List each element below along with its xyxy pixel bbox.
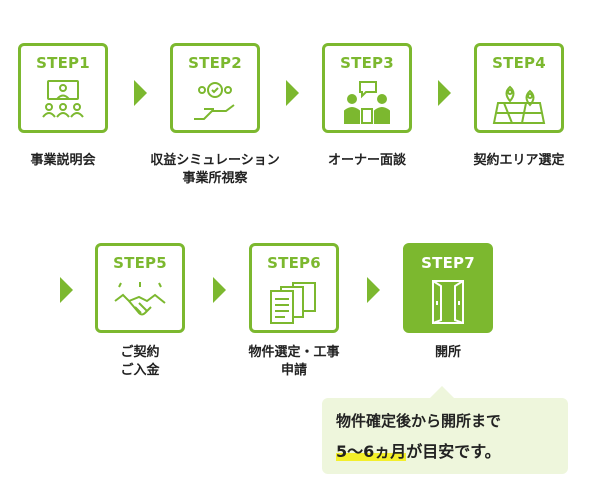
step-caption-6: 物件選定・工事 申請: [248, 345, 340, 378]
note-line-2-rest: が目安です。: [406, 442, 501, 461]
step-title: STEP2: [188, 54, 242, 72]
step-title: STEP5: [113, 254, 167, 272]
step-caption-2: 収益シミュレーション 事業所視察: [150, 153, 280, 186]
note-line-2: 5〜6ヵ月が目安です。: [336, 438, 501, 462]
step-caption-1: 事業説明会: [30, 153, 96, 168]
step-title: STEP7: [421, 254, 475, 272]
step-caption-5: ご契約 ご入金: [120, 345, 160, 378]
door-icon: [432, 280, 464, 324]
handshake-icon: [114, 282, 166, 316]
step-card-6: STEP6: [249, 243, 339, 333]
step-card-1: STEP1: [18, 43, 108, 133]
arrow-right-icon: [60, 277, 73, 303]
documents-icon: [270, 282, 316, 324]
arrow-right-icon: [134, 80, 147, 106]
step-caption-7: 開所: [434, 345, 461, 360]
timeline-note: 物件確定後から開所まで 5〜6ヵ月が目安です。: [322, 386, 568, 474]
meeting-icon: [344, 81, 390, 124]
step-title: STEP6: [267, 254, 321, 272]
step-title: STEP1: [36, 54, 90, 72]
step-title: STEP4: [492, 54, 546, 72]
step-card-5: STEP5: [95, 243, 185, 333]
step-title: STEP3: [340, 54, 394, 72]
arrow-right-icon: [438, 80, 451, 106]
step-card-3: STEP3: [322, 43, 412, 133]
arrow-right-icon: [213, 277, 226, 303]
step-card-7: STEP7: [403, 243, 493, 333]
step-caption-4: 契約エリア選定: [473, 153, 565, 168]
arrow-right-icon: [286, 80, 299, 106]
seminar-icon: [42, 80, 84, 118]
step-caption-3: オーナー面談: [327, 153, 406, 168]
hand-coins-icon: [194, 82, 235, 120]
note-line-1: 物件確定後から開所まで: [336, 412, 502, 430]
map-pin-icon: [492, 85, 546, 124]
step-card-4: STEP4: [474, 43, 564, 133]
arrow-right-icon: [367, 277, 380, 303]
step-card-2: STEP2: [170, 43, 260, 133]
note-highlight: 5〜6ヵ月: [336, 442, 407, 461]
